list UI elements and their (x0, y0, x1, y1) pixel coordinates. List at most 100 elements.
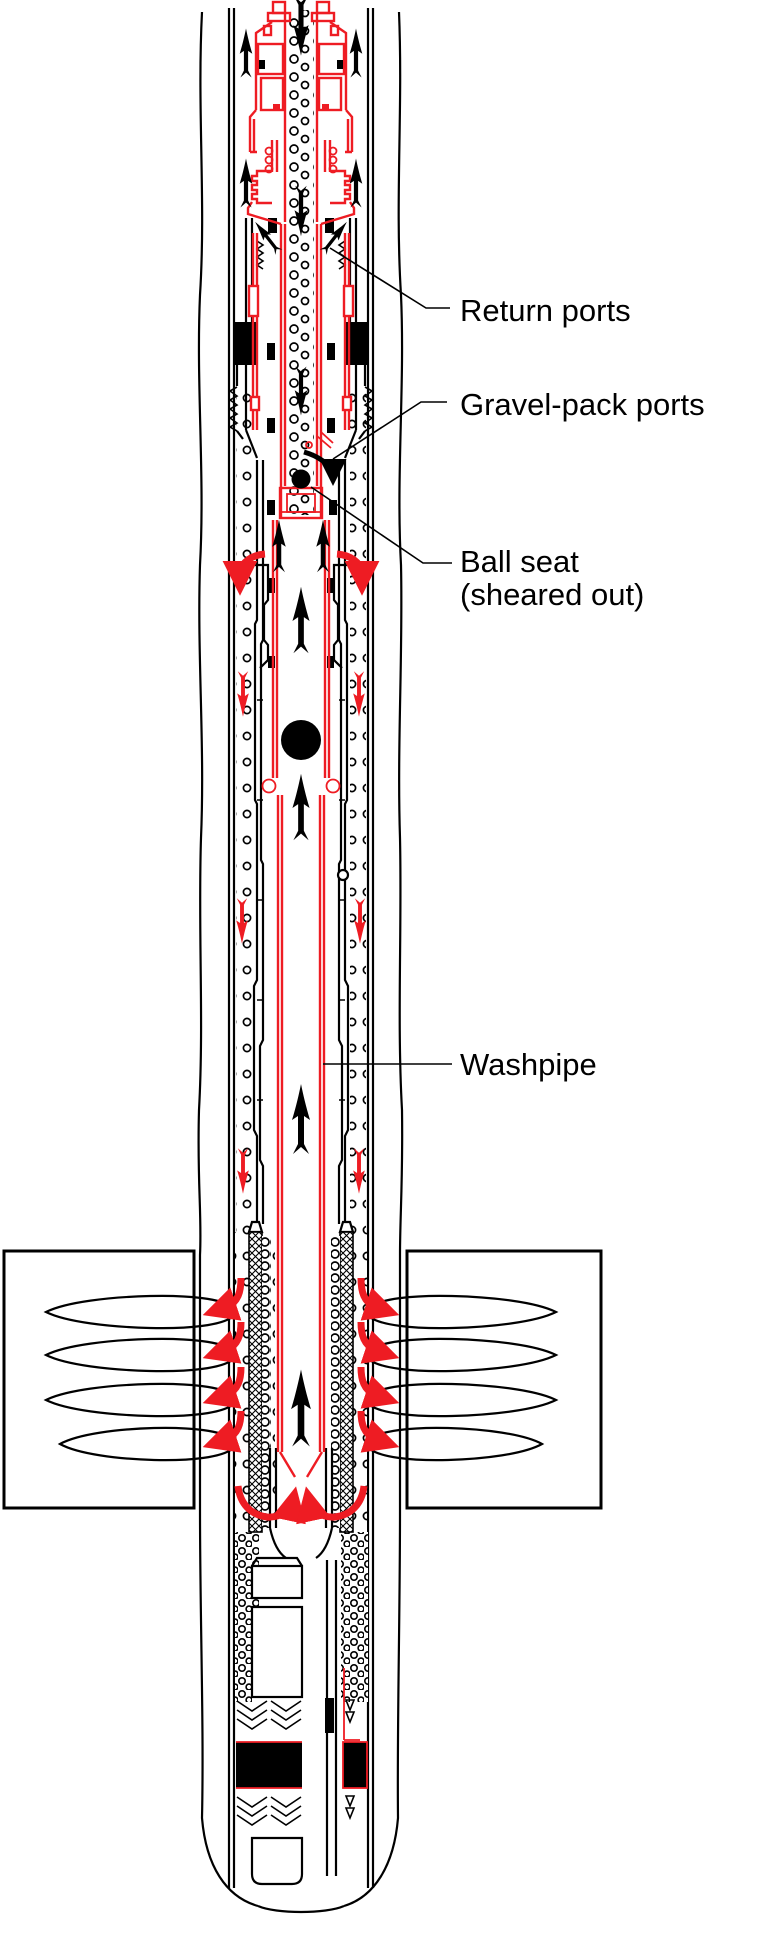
collet-collar-right (330, 169, 352, 205)
leader-gravel-pack-ports (332, 401, 447, 460)
gravel-port-flow-arrow (303, 449, 347, 487)
extension-right (337, 460, 350, 1224)
sump-top-cap (251, 1556, 303, 1567)
annotation-layer: Return ports Gravel-pack ports Ball seat… (310, 247, 705, 1082)
thread-bumps (264, 146, 338, 174)
screen-right (339, 1231, 354, 1533)
latch-lower-left (259, 76, 285, 112)
slip-wickers-right (363, 386, 374, 432)
screen-top-cap-right (338, 1220, 355, 1234)
port-exit-arrow-left (222, 550, 266, 596)
sump-assembly (236, 1556, 368, 1886)
shear-pin-left (273, 104, 280, 111)
top-nipple-right (315, 0, 331, 15)
slip-wickers-left (228, 386, 239, 432)
dropped-ball (281, 720, 321, 760)
latch-upper-left (256, 42, 285, 76)
label-ball-seat-line2: (sheared out) (460, 577, 644, 612)
label-return-ports: Return ports (460, 293, 631, 328)
return-up-arrow (349, 158, 363, 208)
extension-left (252, 460, 265, 1224)
snap-latch-right (325, 778, 341, 794)
borehole-wall-right (343, 11, 404, 1908)
latch-lower-right (317, 76, 343, 112)
leader-ball-seat (310, 486, 452, 564)
outer-sleeve (251, 233, 351, 430)
latch-dog-left (259, 60, 265, 69)
joints-right (339, 699, 345, 1101)
sump-slips-upper (236, 1699, 356, 1730)
washpipe-bottom-taper (278, 1451, 324, 1478)
return-up-arrow (239, 158, 253, 208)
perforation-left-1 (43, 1294, 234, 1330)
setting-tool-left (248, 21, 273, 154)
port-dog-blocks (267, 343, 337, 668)
gravel-sump-right (341, 1532, 368, 1702)
washpipe-up-arrow (292, 1084, 310, 1154)
extension-port-hole (336, 868, 350, 882)
sump-packer-right (342, 1741, 368, 1789)
label-ball-seat-line1: Ball seat (460, 544, 579, 579)
perf-arrow-left-4 (202, 1410, 245, 1453)
up-flow-arrow (316, 519, 330, 573)
lower-port-right (341, 395, 353, 412)
snap-latch-left (261, 778, 277, 794)
turnaround-arrow-left (234, 1485, 306, 1525)
leader-return-ports (329, 247, 450, 309)
packer-body-right (343, 365, 367, 459)
joints-left (257, 699, 263, 1101)
perforations (43, 1294, 559, 1462)
gravel-pack-packer-left (235, 322, 258, 365)
tool-hardware (228, 218, 374, 1886)
washpipe-up-arrow (291, 1369, 311, 1447)
screen-rib-left (262, 1236, 271, 1528)
return-port-left (247, 284, 260, 318)
latch-dog-right (337, 60, 343, 69)
perforation-right-4 (368, 1426, 545, 1462)
borehole-wall-left (197, 11, 259, 1908)
packer-body-left (235, 365, 259, 459)
shear-ball (291, 469, 311, 489)
label-gravel-pack-ports: Gravel-pack ports (460, 387, 705, 422)
setting-tool-right (329, 21, 354, 154)
turnaround-arrow-right (296, 1485, 368, 1525)
washpipe-up-arrow (292, 586, 310, 654)
perforation-left-4 (57, 1426, 234, 1462)
top-nipple-left (271, 0, 287, 15)
tool-neck (270, 140, 332, 172)
perforation-left-2 (43, 1337, 234, 1373)
perforation-left-3 (43, 1382, 234, 1418)
gravel-pack-port-channel (316, 368, 334, 449)
port-hole (305, 441, 313, 449)
perf-arrow-left-1 (202, 1277, 245, 1321)
perforation-right-2 (368, 1337, 559, 1373)
shear-pin-right (322, 104, 329, 111)
screen-rib-right (331, 1236, 340, 1528)
return-up-arrow (349, 28, 363, 78)
washpipe-upper (271, 520, 331, 778)
sump-packer-left (236, 1742, 302, 1788)
top-flange-left (266, 11, 292, 23)
borehole-bottom (257, 1904, 345, 1914)
sump-bottom-sub (250, 1836, 304, 1886)
crossover-bore (279, 224, 323, 518)
perforation-right-1 (368, 1294, 559, 1330)
sump-tube-block (325, 1698, 334, 1733)
port-exit-arrow-right (336, 550, 380, 596)
washpipe (276, 795, 326, 1452)
formation-block-right (405, 1249, 603, 1510)
up-flow-arrow (272, 519, 286, 573)
screen-left (248, 1231, 263, 1533)
producing-formation (2, 1249, 603, 1510)
top-flange-right (310, 11, 336, 23)
perf-arrow-right-4 (357, 1410, 400, 1453)
perf-arrow-left-2 (202, 1321, 245, 1364)
washpipe-up-arrow (292, 773, 310, 841)
sump-body-upper (250, 1564, 304, 1600)
seal-block-left (268, 218, 277, 233)
gravel-annulus-right (350, 392, 366, 1232)
service-tool-red (246, 0, 356, 1478)
label-washpipe: Washpipe (460, 1047, 597, 1082)
